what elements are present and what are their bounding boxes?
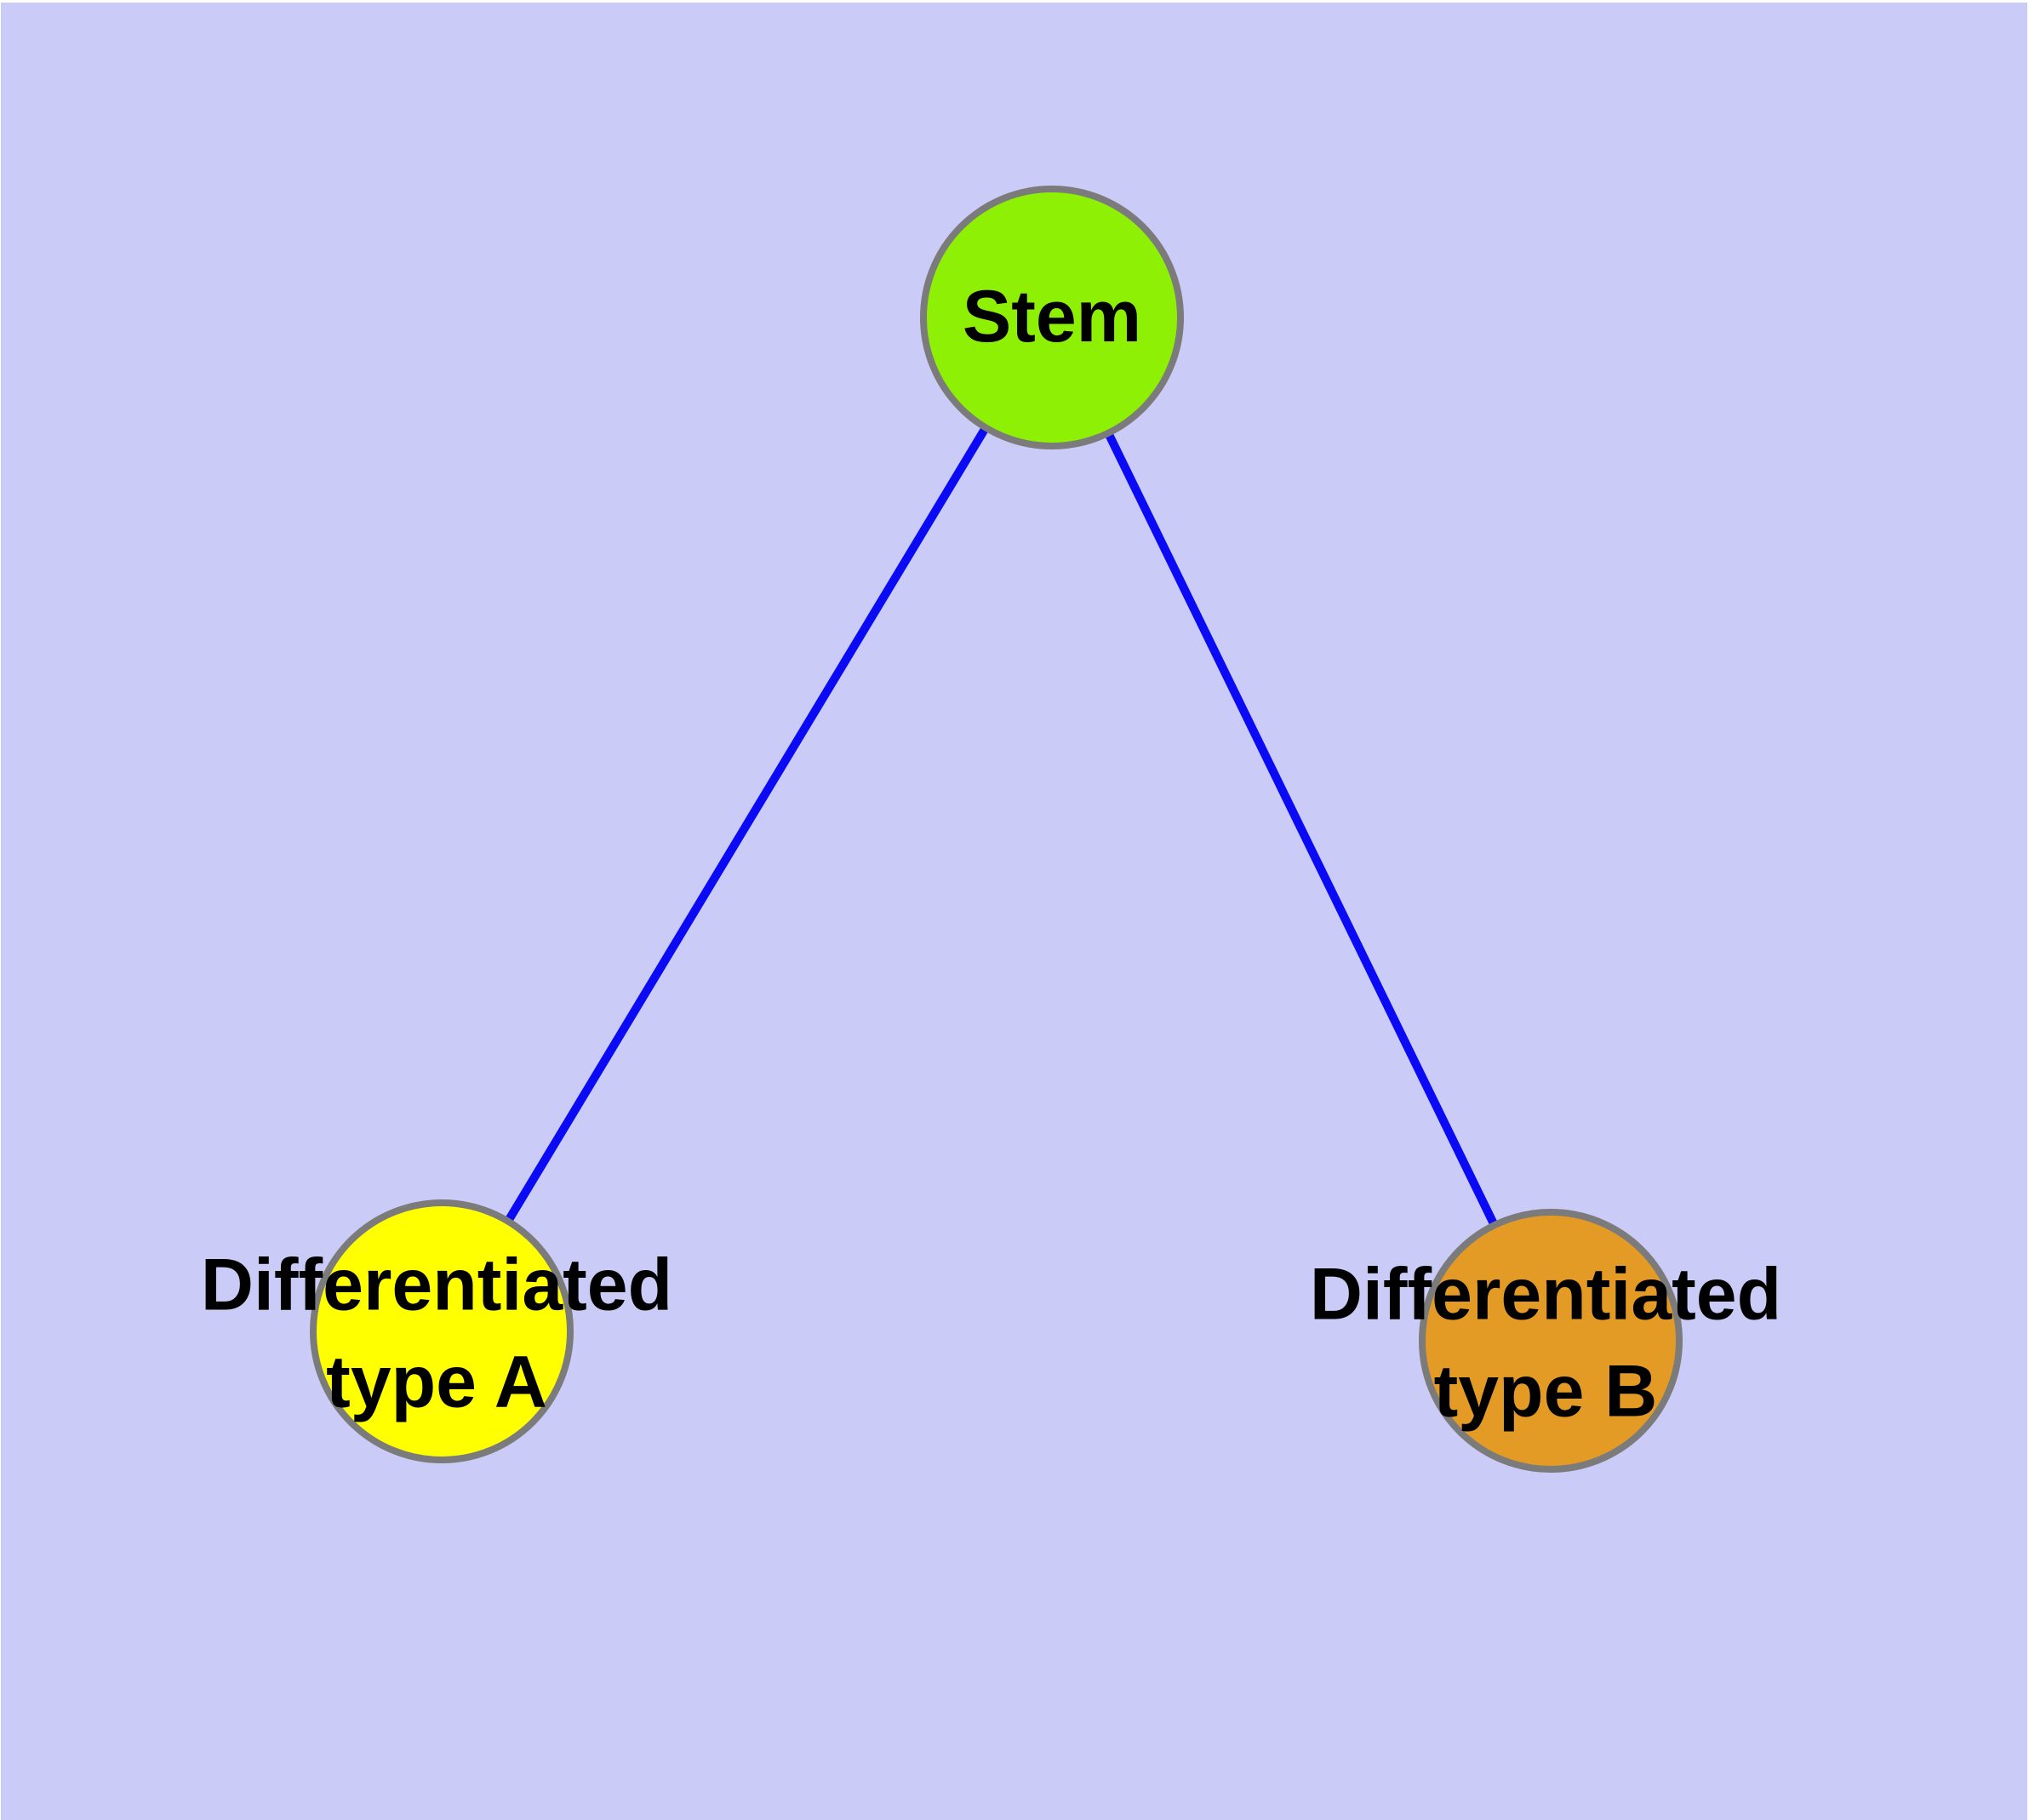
node-stem-label: Stem bbox=[962, 276, 1142, 358]
node-type-b-circle[interactable] bbox=[1419, 1209, 1683, 1473]
node-type-a-label-line1: Differentiated bbox=[200, 1244, 673, 1326]
top-border-strip bbox=[0, 0, 2029, 3]
edge-stem-type-b bbox=[1048, 315, 1555, 1343]
node-type-b-label-line2: type B bbox=[1433, 1350, 1658, 1432]
node-type-a-label: Differentiated type A bbox=[201, 1237, 672, 1430]
node-stem-circle[interactable] bbox=[920, 186, 1184, 449]
graph-svg bbox=[1, 3, 2027, 1820]
edge-stem-type-a bbox=[437, 315, 1056, 1334]
node-type-a-label-line2: type A bbox=[326, 1341, 547, 1422]
graph-background: Stem Differentiated type A Differentiate… bbox=[1, 3, 2027, 1820]
node-type-a-circle[interactable] bbox=[310, 1199, 574, 1463]
node-type-b-label: Differentiated type B bbox=[1310, 1246, 1781, 1439]
node-type-b-label-line1: Differentiated bbox=[1309, 1253, 1782, 1336]
